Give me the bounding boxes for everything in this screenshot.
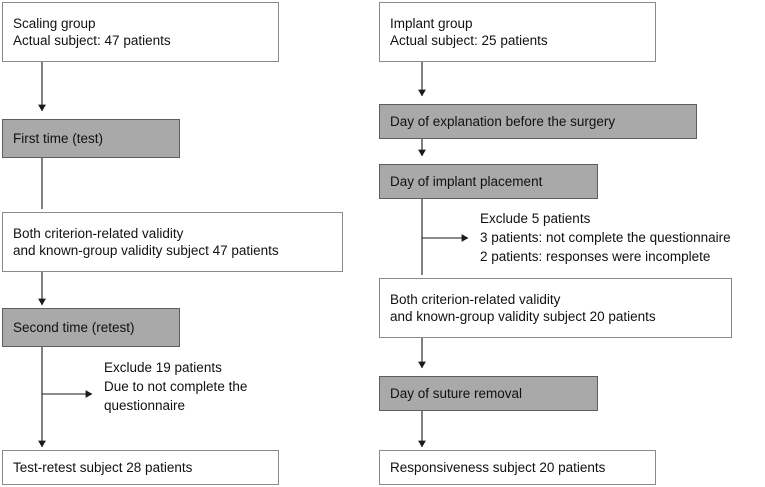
node-text-line: and known-group validity subject 20 pati… <box>390 309 656 324</box>
node-second-time-retest: Second time (retest) <box>2 308 180 347</box>
node-test-retest-28: Test-retest subject 28 patients <box>2 450 279 485</box>
node-text-line: First time (test) <box>13 131 103 146</box>
annotation-text-line: Exclude 19 patients <box>104 360 222 375</box>
node-text-line: Both criterion-related validity <box>390 292 561 307</box>
node-day-of-suture-removal: Day of suture removal <box>379 376 598 411</box>
node-text-line: and known-group validity subject 47 pati… <box>13 243 279 258</box>
node-text-line: Second time (retest) <box>13 320 135 335</box>
node-implant-group-header: Implant group Actual subject: 25 patient… <box>379 2 656 62</box>
node-text-line: Day of explanation before the surgery <box>390 114 616 129</box>
node-validity-47: Both criterion-related validity and know… <box>2 212 343 272</box>
node-text-line: Both criterion-related validity <box>13 226 184 241</box>
node-first-time-test: First time (test) <box>2 119 180 158</box>
node-text-line: Responsiveness subject 20 patients <box>390 460 606 475</box>
node-day-of-implant-placement: Day of implant placement <box>379 164 598 199</box>
annotation-text-line: questionnaire <box>104 398 186 413</box>
node-day-of-explanation: Day of explanation before the surgery <box>379 104 697 139</box>
node-text-line: Day of implant placement <box>390 174 543 189</box>
node-responsiveness-20: Responsiveness subject 20 patients <box>379 450 656 485</box>
node-text-line: Actual subject: 25 patients <box>390 33 548 48</box>
annotation-text-line: Exclude 5 patients <box>480 211 591 226</box>
node-text-line: Implant group <box>390 16 473 31</box>
node-text-line: Day of suture removal <box>390 386 523 401</box>
annotation-text-line: Due to not complete the <box>104 379 248 394</box>
node-text-line: Scaling group <box>13 16 96 31</box>
node-scaling-group-header: Scaling group Actual subject: 47 patient… <box>2 2 279 62</box>
node-validity-20: Both criterion-related validity and know… <box>379 278 732 338</box>
annotation-exclude-5: Exclude 5 patients 3 patients: not compl… <box>480 209 731 266</box>
annotation-text-line: 3 patients: not complete the questionnai… <box>480 230 731 245</box>
node-text-line: Actual subject: 47 patients <box>13 33 171 48</box>
annotation-text-line: 2 patients: responses were incomplete <box>480 249 711 264</box>
annotation-exclude-19: Exclude 19 patients Due to not complete … <box>104 358 247 415</box>
node-text-line: Test-retest subject 28 patients <box>13 460 193 475</box>
